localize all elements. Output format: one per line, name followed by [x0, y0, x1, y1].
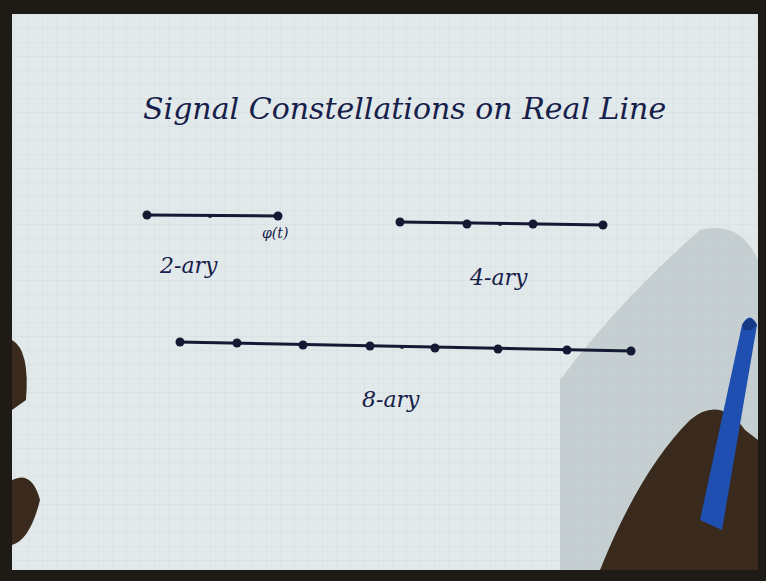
constellation-label: 4-ary	[470, 266, 528, 290]
constellation-label: 8-ary	[362, 388, 420, 412]
constellation-label: 2-ary	[160, 254, 218, 278]
constellation-2ary	[147, 215, 278, 216]
constellation-4ary-points	[396, 218, 608, 230]
page-title: Signal Constellations on Real Line	[143, 92, 666, 125]
constellation-4ary	[399, 222, 604, 225]
axis-label: φ(t)	[262, 226, 288, 241]
constellation-8ary-points	[176, 338, 636, 356]
constellation-2ary-points	[143, 211, 283, 221]
